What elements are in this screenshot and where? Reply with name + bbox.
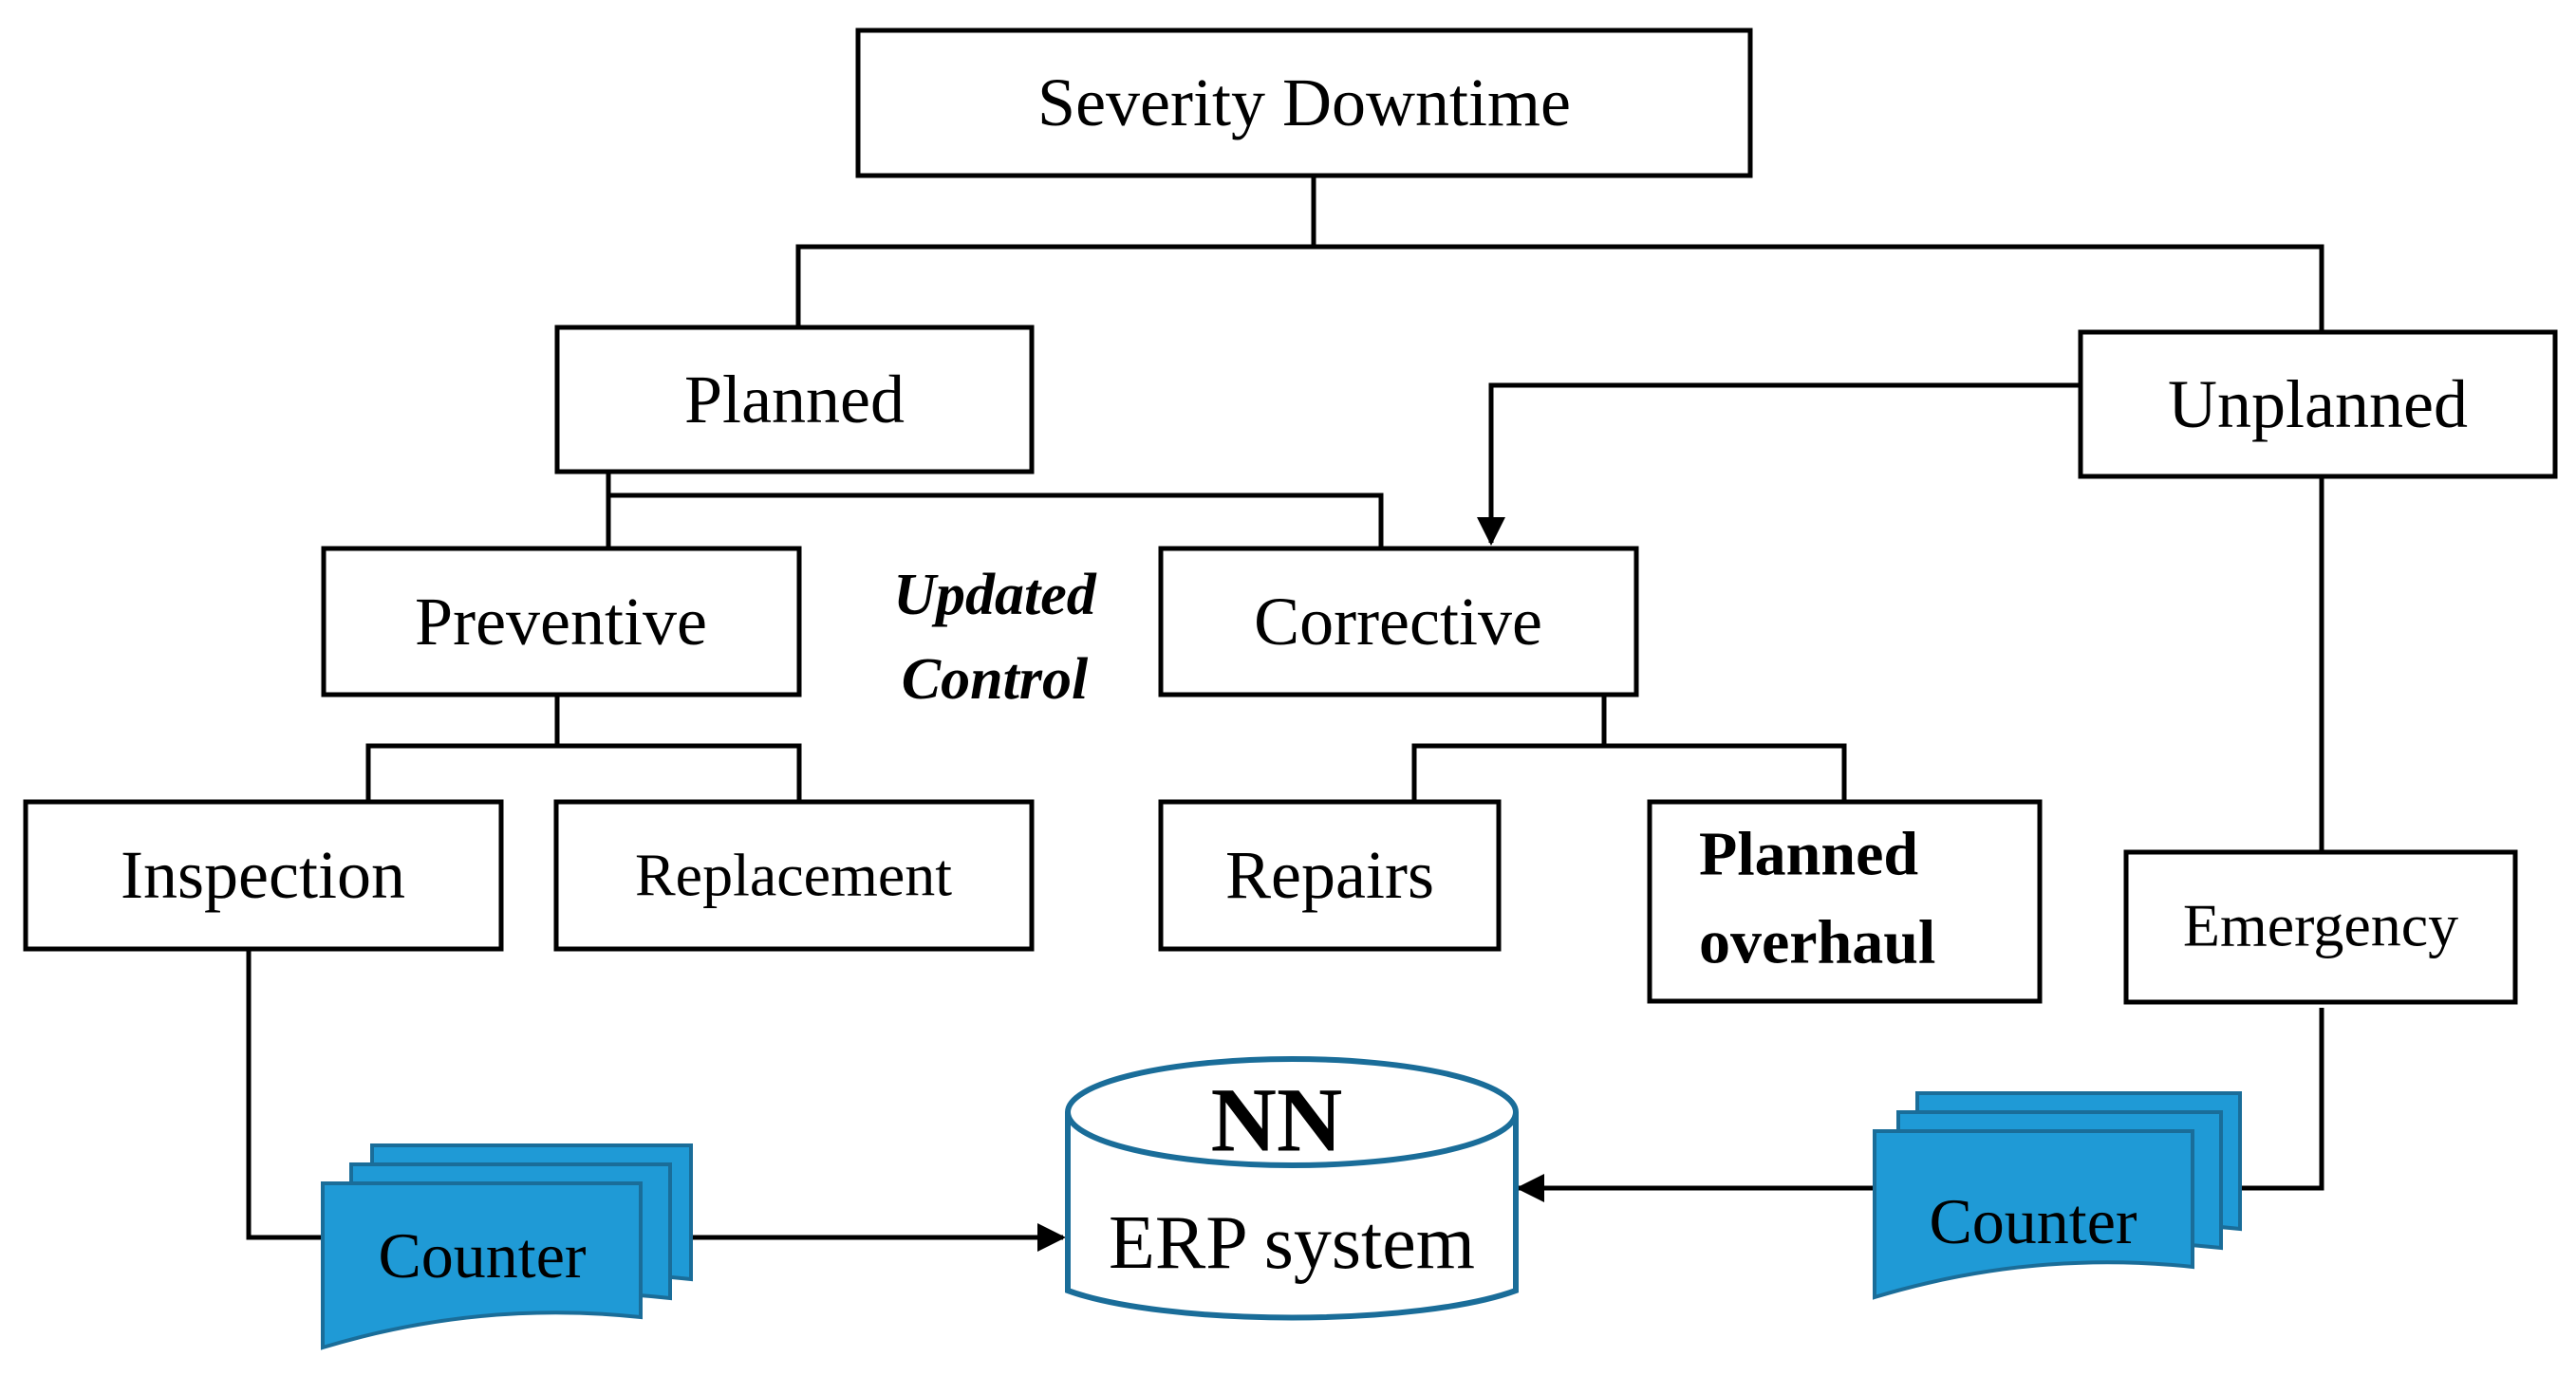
node-planned-label: Planned	[684, 362, 905, 437]
counter-left-label: Counter	[378, 1219, 586, 1292]
annotation-line1: Updated	[893, 563, 1097, 627]
node-replacement: Replacement	[553, 799, 1035, 952]
database-body	[1065, 1112, 1519, 1321]
node-repairs: Repairs	[1158, 799, 1502, 952]
node-inspection-label: Inspection	[121, 837, 405, 913]
connector-corrective-branch	[1411, 743, 1847, 802]
connector-emergency-counter	[2242, 1008, 2324, 1191]
connector-preventive-branch	[365, 743, 802, 802]
connectors	[246, 176, 2324, 1252]
node-planned-overhaul-line1: Planned	[1699, 820, 1918, 889]
node-severity-downtime-label: Severity Downtime	[1037, 65, 1571, 140]
database-cylinder-icon: NN ERP system	[1065, 1056, 1519, 1321]
node-planned-overhaul-line2: overhaul	[1699, 908, 1935, 977]
connector-planned-corrective	[608, 493, 1384, 548]
node-emergency-label: Emergency	[2183, 892, 2458, 959]
node-planned: Planned	[554, 325, 1035, 474]
counter-right-page-front	[1873, 1129, 2194, 1300]
annotation-updated-control: Updated Control	[893, 563, 1097, 712]
connector-root-branch	[795, 244, 2324, 332]
node-corrective-label: Corrective	[1254, 584, 1542, 660]
connector-inspection-counter	[246, 949, 332, 1240]
node-planned-overhaul: Planned overhaul	[1647, 799, 2043, 1004]
node-unplanned-label: Unplanned	[2168, 366, 2468, 442]
counter-left-page-front	[321, 1181, 643, 1350]
counter-left-document-stack-icon: Counter	[321, 1143, 693, 1350]
node-unplanned: Unplanned	[2078, 329, 2558, 479]
node-repairs-label: Repairs	[1225, 837, 1434, 913]
database-top	[1065, 1056, 1519, 1168]
node-emergency: Emergency	[2123, 849, 2518, 1005]
counter-right-label: Counter	[1929, 1185, 2137, 1257]
node-preventive-label: Preventive	[415, 584, 707, 660]
node-inspection: Inspection	[23, 799, 504, 952]
database-label: ERP system	[1109, 1201, 1475, 1285]
annotation-line2: Control	[902, 647, 1089, 712]
counter-right-document-stack-icon: Counter	[1873, 1091, 2242, 1300]
node-preventive: Preventive	[321, 546, 802, 697]
node-replacement-label: Replacement	[635, 842, 952, 909]
node-severity-downtime: Severity Downtime	[855, 28, 1753, 178]
database-title: NN	[1211, 1069, 1343, 1171]
node-corrective: Corrective	[1158, 546, 1639, 697]
arrow-unplanned-corrective	[1477, 382, 2081, 546]
